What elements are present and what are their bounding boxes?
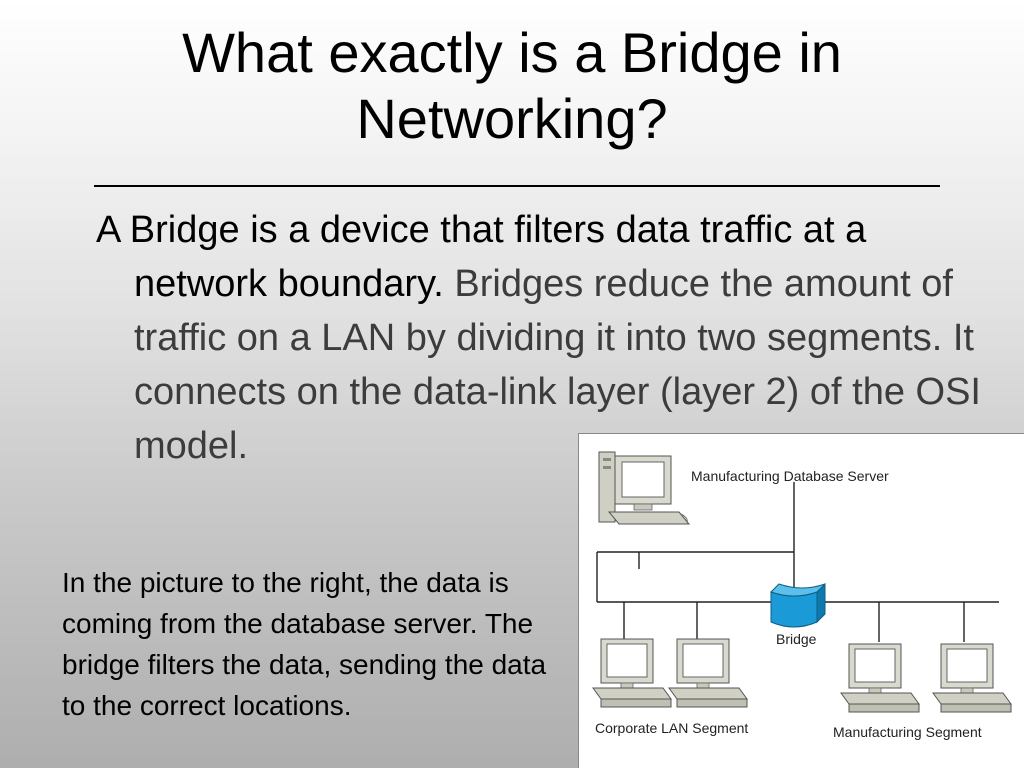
- main-bullet: A Bridge is a device that filters data t…: [96, 203, 994, 473]
- computer-icon: [840, 643, 920, 713]
- diagram-caption: In the picture to the right, the data is…: [62, 567, 547, 721]
- server-label: Manufacturing Database Server: [691, 468, 889, 484]
- computer-icon: [668, 638, 748, 708]
- network-diagram: Manufacturing Database Server Bridge Cor…: [578, 433, 1024, 768]
- computer-icon: [932, 643, 1012, 713]
- bridge-label: Bridge: [776, 631, 817, 647]
- bullet-text-primary: A Bridge is a device that filters data t…: [96, 209, 867, 305]
- bridge-icon: [770, 582, 826, 628]
- bullet-text-secondary: Bridges reduce the amount of traffic on …: [134, 263, 981, 467]
- server-computer-icon: [598, 451, 691, 525]
- title-divider: [94, 185, 940, 187]
- slide-title: What exactly is a Bridge in Networking?: [182, 21, 842, 150]
- computer-icon: [592, 638, 672, 708]
- right-segment-label: Manufacturing Segment: [833, 724, 982, 740]
- left-segment-label: Corporate LAN Segment: [595, 720, 749, 736]
- network-diagram-drawing: [592, 451, 1012, 713]
